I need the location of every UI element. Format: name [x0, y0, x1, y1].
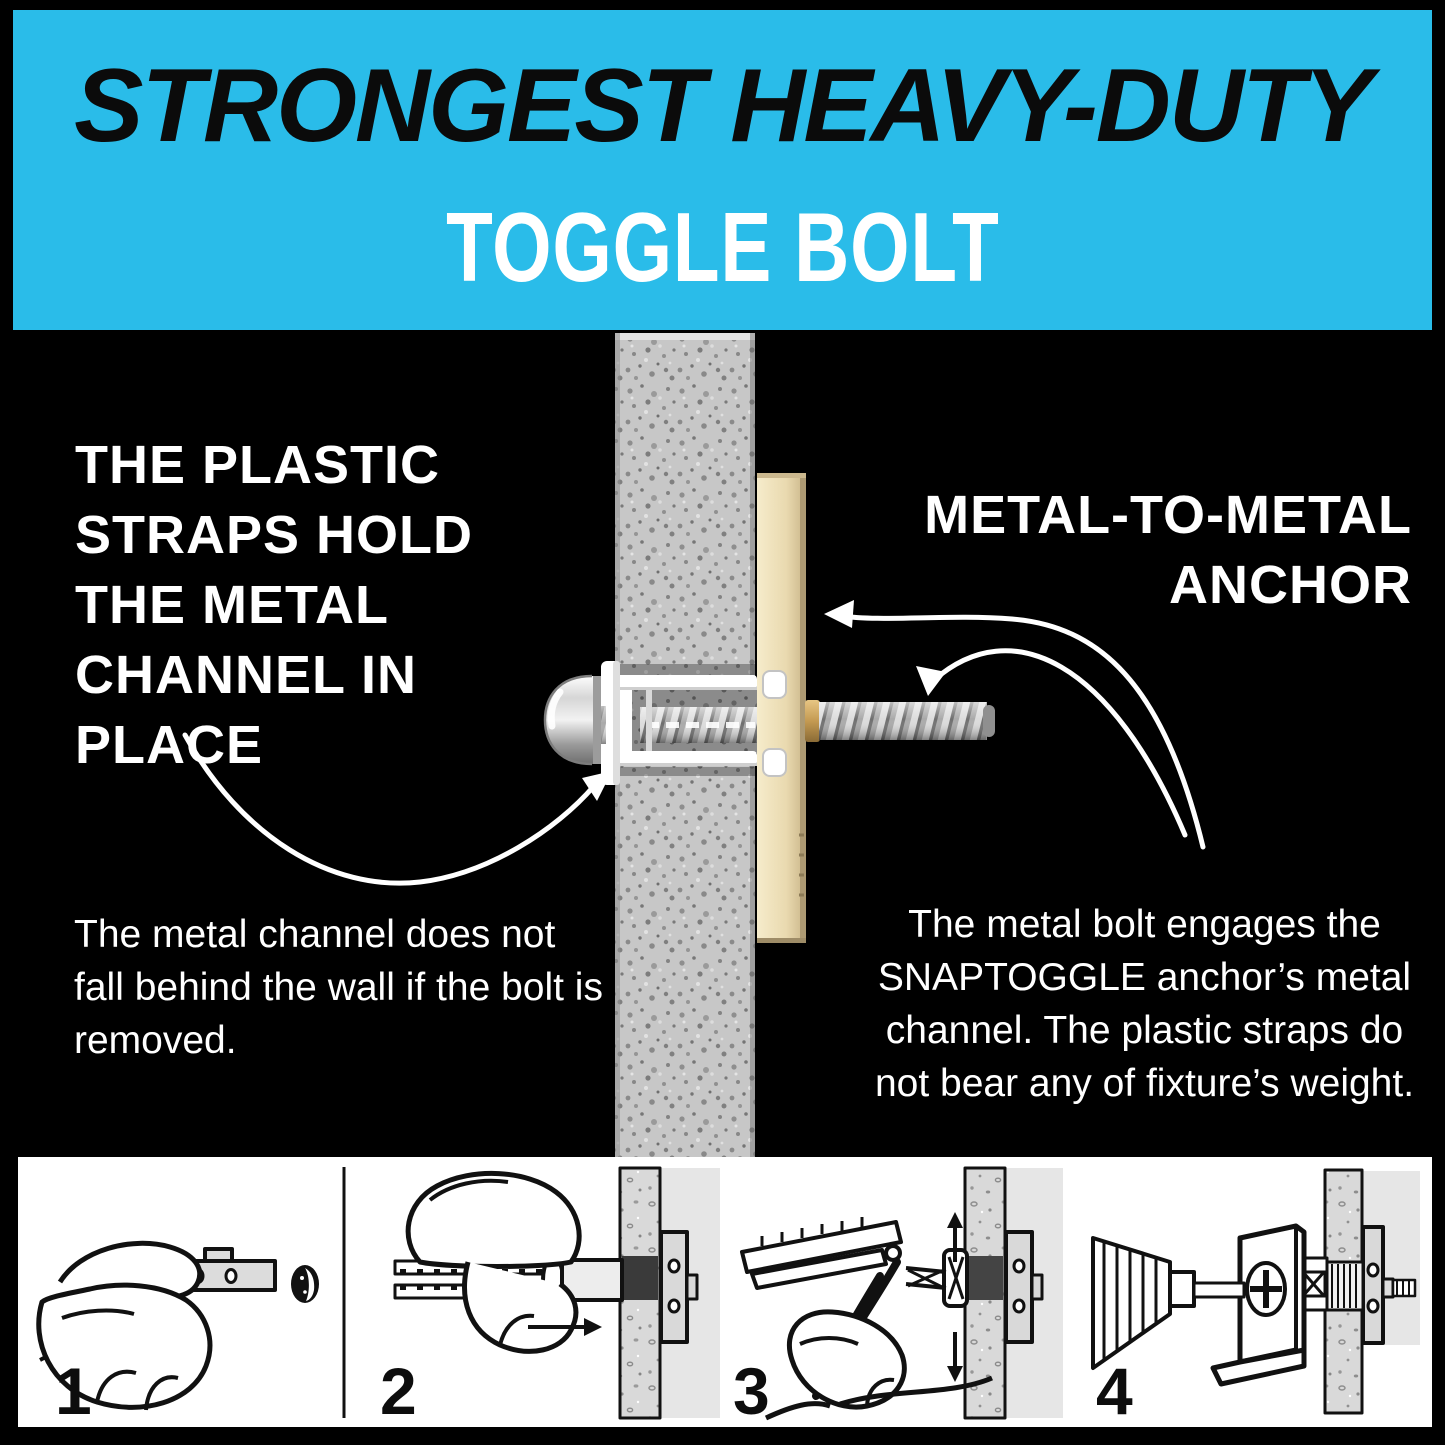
right-callout-body: The metal bolt engages the SNAPTOGGLE an… [874, 903, 1415, 1105]
plastic-cap [601, 661, 620, 785]
step-4-number: 4 [1096, 1354, 1133, 1427]
plastic-straps [617, 670, 787, 777]
left-callout-heading: THE PLASTIC STRAPS HOLD THE METAL CHANNE… [75, 435, 474, 775]
annotation-arrows [182, 613, 1206, 886]
step-2-number: 2 [380, 1354, 417, 1427]
sub-title: TOGGLE BOLT [445, 192, 1000, 302]
step-3-illustration [740, 1166, 1063, 1421]
metal-bolt [805, 700, 995, 742]
step-1-illustration [36, 1240, 319, 1411]
step-4-illustration [1091, 1168, 1420, 1415]
left-callout-body: The metal channel does not fall behind t… [74, 913, 603, 1062]
main-title: STRONGEST HEAVY-DUTY [74, 48, 1373, 164]
step-3-number: 3 [733, 1354, 770, 1427]
instruction-steps-art: 1 2 3 4 [36, 1166, 1420, 1428]
wall-hole [291, 1265, 319, 1303]
anchor-cross-section-illustration [182, 333, 1206, 1157]
metal-channel [757, 473, 806, 943]
bolt-arrow [931, 648, 1188, 838]
step-2-illustration [393, 1166, 720, 1420]
channel-arrow [839, 613, 1206, 850]
right-callout-heading: METAL-TO-METAL ANCHOR [924, 485, 1412, 615]
left-callout-arrow [182, 732, 597, 886]
screw-head [543, 674, 606, 766]
instruction-steps-strip: 1 2 3 4 [18, 1157, 1432, 1428]
arrowheads [582, 600, 946, 801]
main-diagram-area: THE PLASTIC STRAPS HOLD THE METAL CHANNE… [0, 330, 1445, 1157]
step-1-number: 1 [55, 1354, 92, 1427]
header-banner: STRONGEST HEAVY-DUTY TOGGLE BOLT [13, 10, 1432, 330]
